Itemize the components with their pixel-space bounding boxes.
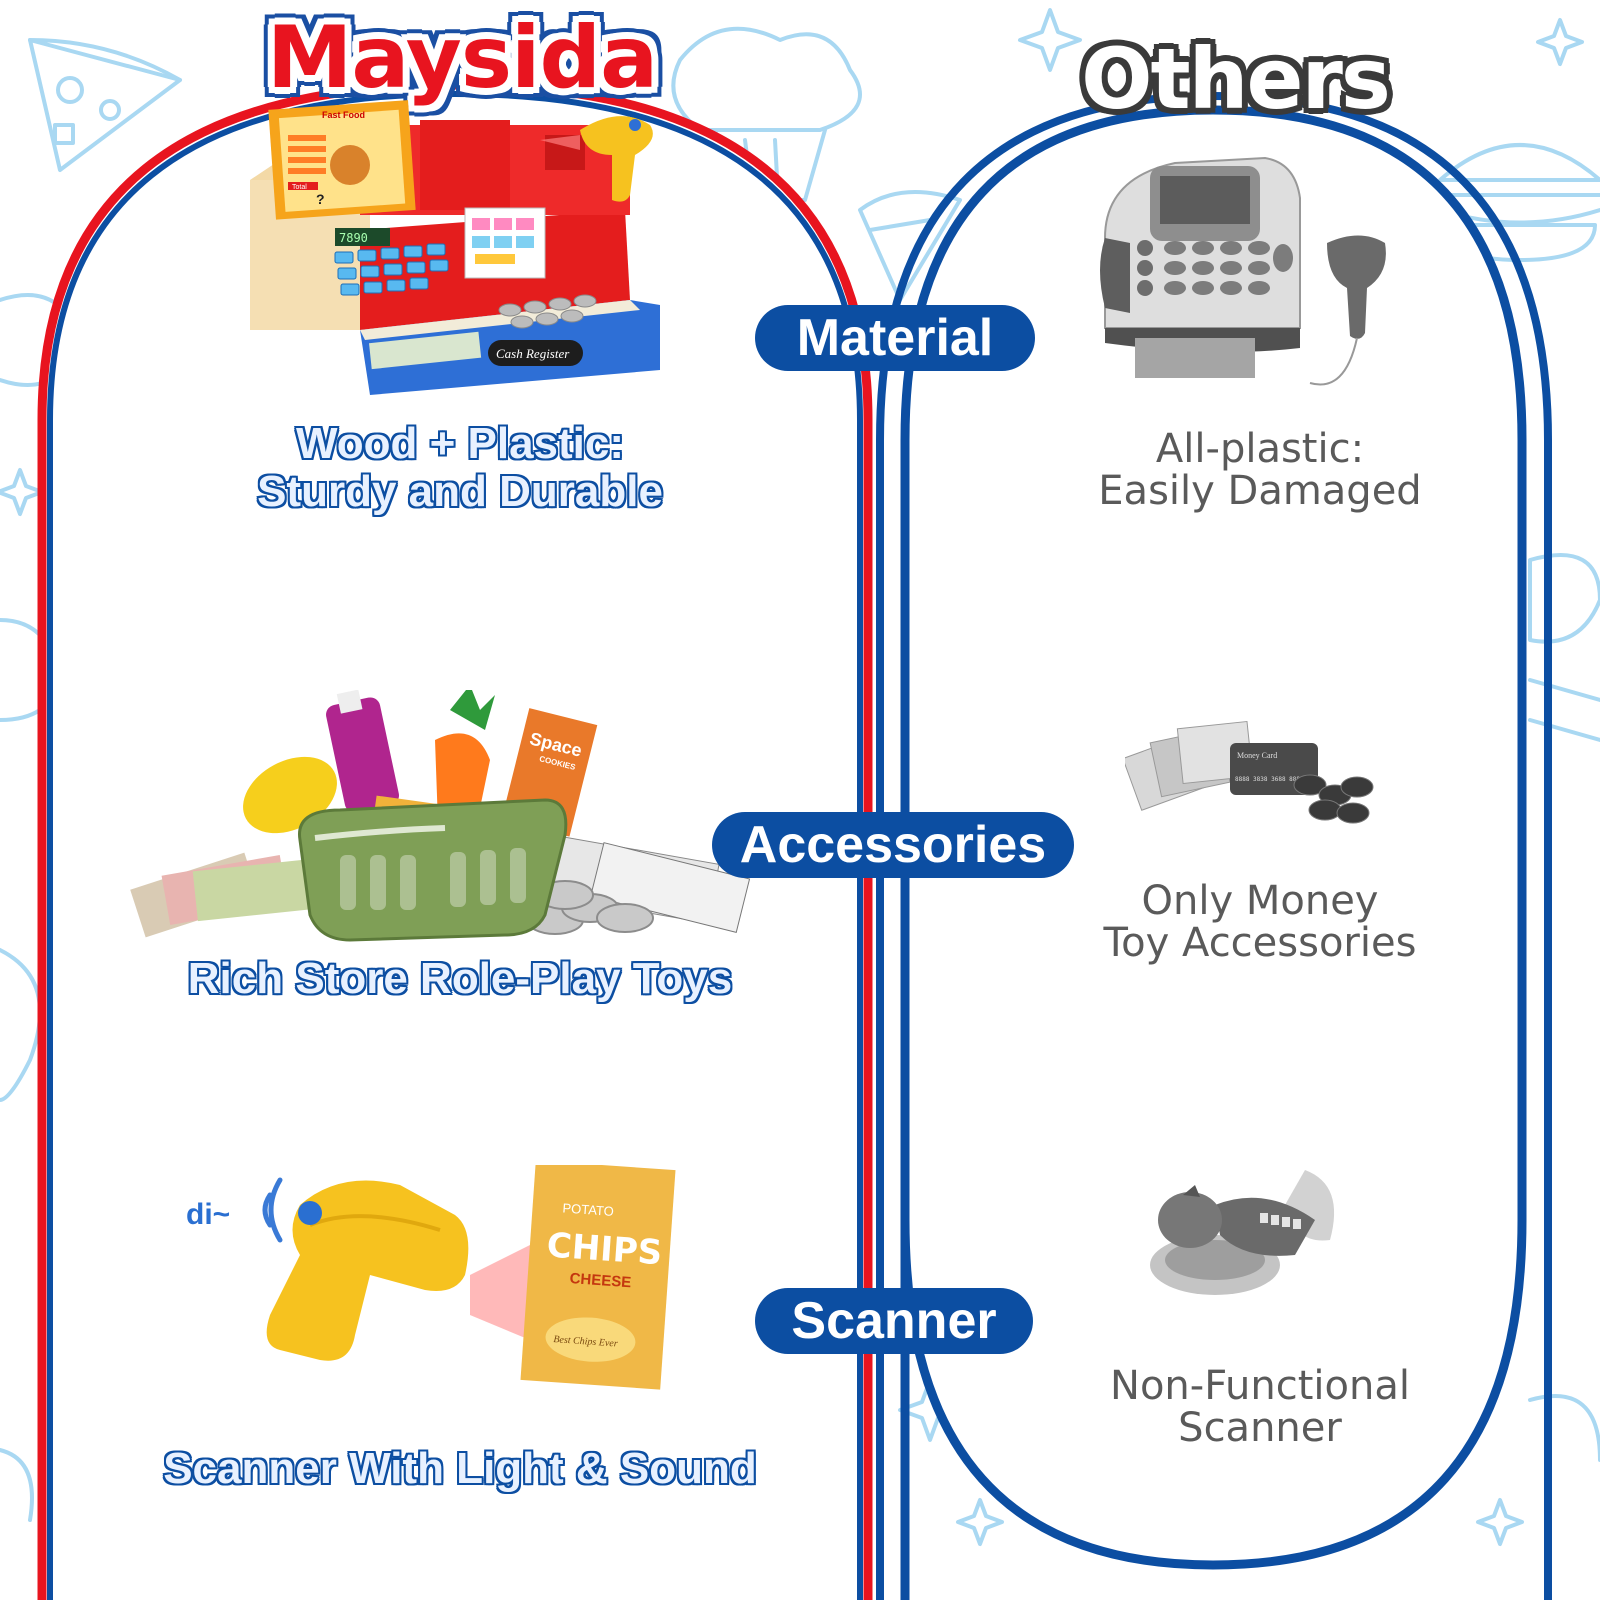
chips-box-flavor: CHEESE — [569, 1270, 632, 1291]
chips-box-brand: POTATO — [562, 1200, 614, 1219]
maysida-accessories-label: Rich Store Role-Play Toys — [130, 955, 790, 1003]
maysida-scanner-line1: Scanner With Light & Sound — [163, 1444, 757, 1493]
drawer-label: Cash Register — [496, 346, 570, 361]
others-material-line1: All-plastic: — [1155, 426, 1365, 472]
gray-plastic-register-image — [1100, 156, 1386, 386]
gray-scanner-image — [1150, 1170, 1335, 1295]
chips-box-name: CHIPS — [546, 1225, 664, 1273]
menu-total: Total — [292, 184, 307, 191]
menu-board: Fast Food Total ? — [268, 100, 416, 220]
menu-title: Fast Food — [322, 110, 365, 120]
money-card-number: 8888 3838 3688 8888 — [1235, 776, 1304, 783]
category-material: Material — [755, 305, 1035, 371]
category-scanner: Scanner — [755, 1288, 1033, 1354]
money-card-label: Money Card — [1237, 751, 1277, 760]
grocery-basket-toys-image: Space COOKIES CHIPS — [130, 690, 751, 942]
wooden-cash-register-image: Fast Food Total ? 7890 Cash Regis — [250, 100, 660, 395]
others-scanner-label: Non-Functional Scanner — [1040, 1365, 1480, 1449]
maysida-accessories-line1: Rich Store Role-Play Toys — [187, 954, 733, 1003]
chips-box-tagline: Best Chips Ever — [553, 1334, 618, 1349]
mini-scanner-icon — [540, 116, 653, 202]
others-accessories-line1: Only Money — [1141, 878, 1379, 924]
toy-money-coins-image: Money Card 8888 3838 3688 8888 — [1125, 720, 1374, 824]
others-title: Others — [1081, 30, 1391, 128]
icecream-doodle-icon — [858, 190, 962, 302]
maysida-title: Maysida — [266, 8, 658, 108]
menu-question: ? — [316, 191, 325, 207]
others-accessories-line2: Toy Accessories — [1103, 920, 1417, 966]
sound-waves-icon — [262, 1177, 283, 1243]
yellow-scanner-image: POTATO CHIPS CHEESE Best Chips Ever — [262, 1165, 676, 1390]
others-scanner-line2: Scanner — [1178, 1405, 1342, 1451]
paper-money-left — [130, 852, 318, 938]
category-accessories: Accessories — [712, 812, 1074, 878]
others-scanner-line1: Non-Functional — [1110, 1363, 1410, 1409]
scanner-sound-text: di~ — [186, 1198, 231, 1231]
others-material-line2: Easily Damaged — [1098, 468, 1422, 514]
others-accessories-label: Only Money Toy Accessories — [1040, 880, 1480, 964]
maysida-material-line2: Sturdy and Durable — [257, 467, 663, 516]
pizza-doodle-icon — [28, 38, 182, 172]
maysida-scanner-label: Scanner With Light & Sound — [120, 1445, 800, 1493]
register-display: 7890 — [339, 231, 368, 245]
maysida-material-line1: Wood + Plastic: — [295, 419, 625, 468]
maysida-material-label: Wood + Plastic: Sturdy and Durable — [200, 420, 720, 516]
others-material-label: All-plastic: Easily Damaged — [1040, 428, 1480, 512]
